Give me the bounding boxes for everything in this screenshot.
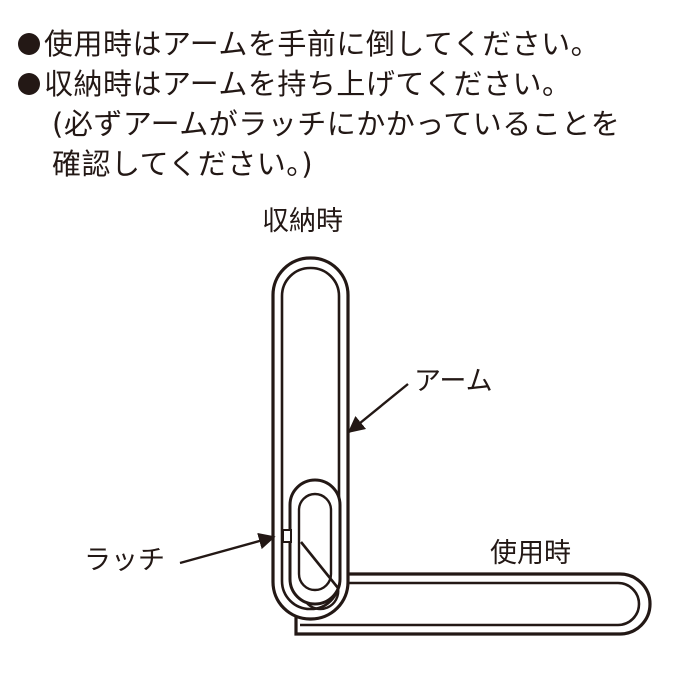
instruction-use: 使用時はアームを手前に倒してください。 <box>18 24 688 64</box>
in-use-label: 使用時 <box>490 538 571 569</box>
arm-pointer-arrow <box>347 383 409 434</box>
stored-label: 収納時 <box>262 206 343 237</box>
latch-pointer-arrow <box>179 532 276 565</box>
hinge-shape <box>288 478 342 611</box>
instruction-store-text: 収納時はアームを持ち上げてください。 <box>44 67 572 101</box>
latch-shape <box>282 529 292 543</box>
instruction-note-line1: (必ずアームがラッチにかかっていることを <box>52 107 621 141</box>
bullet-icon <box>18 73 40 95</box>
bullet-icon <box>18 33 40 55</box>
instruction-store: 収納時はアームを持ち上げてください。 <box>18 64 688 104</box>
latch-label: ラッチ <box>84 545 165 576</box>
instruction-note-line2: 確認してください。) <box>52 147 314 181</box>
arm-label: アーム <box>414 366 493 397</box>
instruction-use-text: 使用時はアームを手前に倒してください。 <box>44 27 601 61</box>
arm-in-use-shape <box>294 572 652 636</box>
instructions: 使用時はアームを手前に倒してください。 収納時はアームを持ち上げてください。 (… <box>18 24 688 184</box>
